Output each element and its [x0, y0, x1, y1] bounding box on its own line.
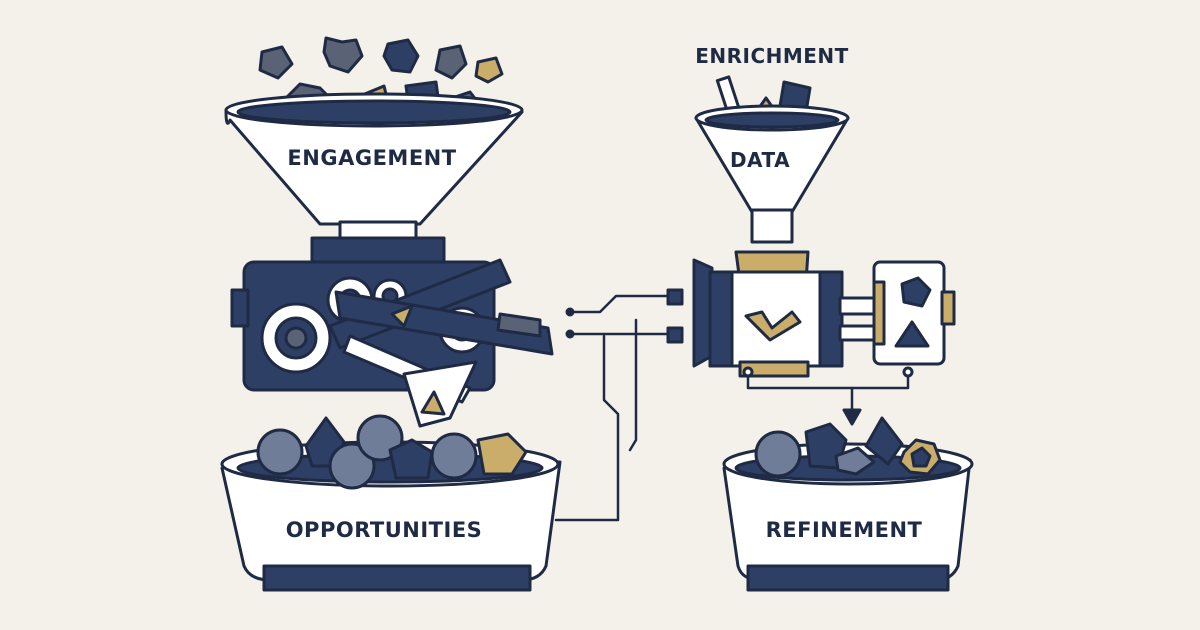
label-engagement: ENGAGEMENT: [287, 146, 457, 170]
label-enrichment: ENRICHMENT: [695, 44, 849, 68]
processor-machine: [692, 250, 956, 378]
refinement-bowl: [722, 416, 974, 592]
falling-rocks: [258, 36, 504, 84]
connector-lines: [554, 294, 672, 522]
output-path: [746, 374, 910, 416]
data-funnel: [694, 75, 850, 244]
label-refinement: REFINEMENT: [765, 518, 923, 542]
label-opportunities: OPPORTUNITIES: [285, 518, 483, 542]
engagement-funnel: [224, 92, 524, 250]
label-data: DATA: [729, 148, 791, 172]
grinder-machine: [230, 236, 554, 428]
opportunities-bowl: [220, 414, 562, 592]
